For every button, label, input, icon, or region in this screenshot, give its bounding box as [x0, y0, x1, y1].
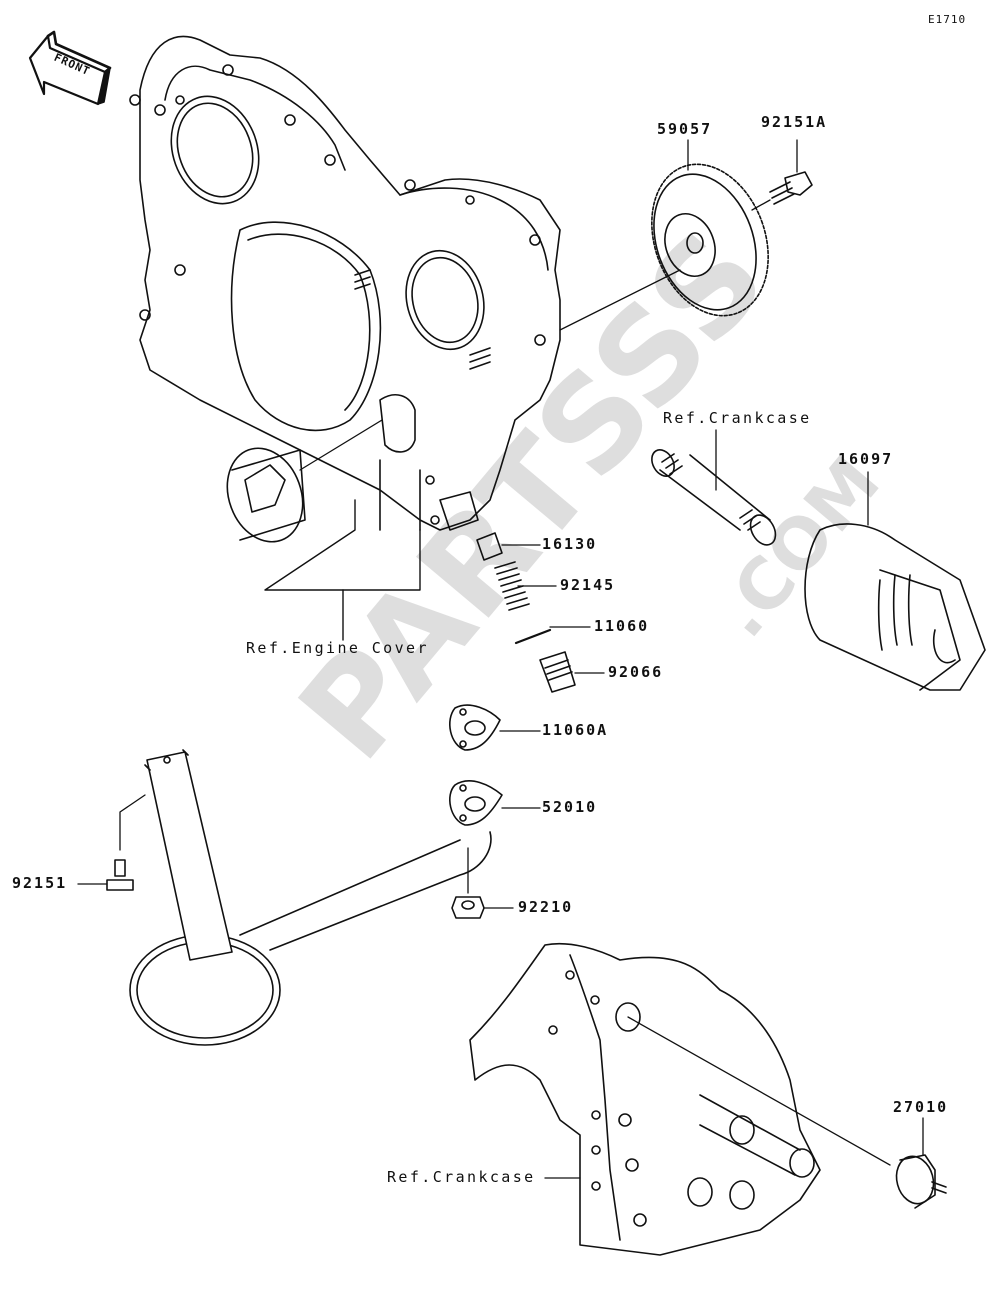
gasket-drawing: [449, 704, 541, 751]
part-label-52010[interactable]: 52010: [542, 798, 598, 816]
relief-valve-drawing: [476, 532, 605, 693]
ref-engine-cover-label: Ref.Engine Cover: [246, 639, 429, 657]
ref-crankcase-top-label: Ref.Crankcase: [663, 409, 812, 427]
pump-rotor-drawing: [226, 447, 306, 543]
part-label-92151A[interactable]: 92151A: [761, 113, 828, 131]
part-label-27010[interactable]: 27010: [893, 1098, 949, 1116]
bolt-92151-drawing: [77, 859, 134, 891]
part-label-16097[interactable]: 16097: [838, 450, 894, 468]
part-label-92066[interactable]: 92066: [608, 663, 664, 681]
ref-crankcase-bottom-label: Ref.Crankcase: [387, 1168, 536, 1186]
pressure-switch-drawing: [895, 1117, 947, 1209]
crankcase-sleeve-drawing: [651, 429, 777, 546]
bolt-92151A-drawing: [751, 139, 813, 211]
oil-strainer-drawing: [119, 749, 541, 1046]
front-arrow-icon: [28, 30, 112, 106]
crankcase-drawing: [469, 942, 891, 1256]
part-label-92210[interactable]: 92210: [518, 898, 574, 916]
part-label-11060A[interactable]: 11060A: [542, 721, 609, 739]
part-label-92145[interactable]: 92145: [560, 576, 616, 594]
nut-drawing: [451, 847, 514, 919]
part-label-16130[interactable]: 16130: [542, 535, 598, 553]
diagram-code: E1710: [928, 13, 967, 26]
gear-drawing: [651, 139, 769, 317]
part-label-92151[interactable]: 92151: [12, 874, 68, 892]
oil-filter-drawing: [804, 471, 986, 691]
part-label-11060[interactable]: 11060: [594, 617, 650, 635]
part-label-59057[interactable]: 59057: [657, 120, 713, 138]
engine-cover-drawing: [129, 35, 681, 641]
